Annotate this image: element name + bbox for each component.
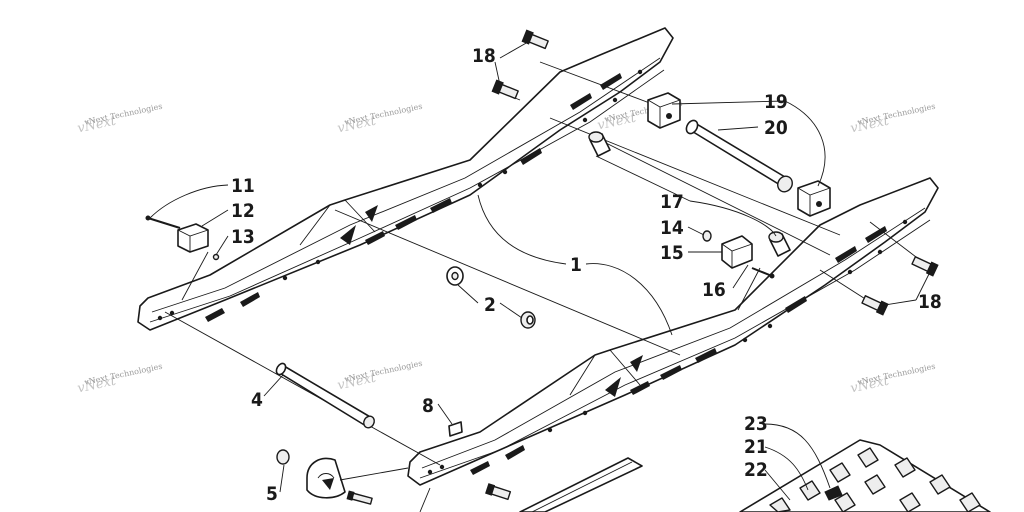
watermark: vNext vNext Technologies: [849, 102, 937, 137]
hardware: [145, 29, 991, 512]
callout-6: 6: [266, 509, 278, 512]
callout-21: 21: [744, 436, 768, 458]
svg-text:vNext Technologies: vNext Technologies: [856, 362, 937, 388]
callout-18-upper: 18: [472, 45, 496, 67]
rail-right: [407, 177, 939, 486]
callout-13: 13: [231, 226, 255, 248]
callout-1: 1: [570, 254, 582, 276]
bolt-9: [346, 490, 373, 505]
shaft-4: [275, 362, 375, 429]
watermark: vNext vNext Technologies: [76, 102, 164, 137]
rail-right-cutouts: [427, 219, 908, 475]
callout-11: 11: [231, 175, 255, 197]
callouts: 18 19 20 17 14 15 16 18 1 2 11 12 13 4 8…: [231, 45, 942, 512]
wear-strip: [519, 457, 643, 512]
callout-9: 9: [468, 509, 480, 512]
callout-5: 5: [266, 483, 278, 505]
svg-text:vNext Technologies: vNext Technologies: [343, 359, 424, 385]
callout-8: 8: [422, 395, 434, 417]
rail-left: [137, 27, 674, 331]
bushing-17-b: [768, 231, 791, 257]
track-lugs: [769, 447, 981, 512]
leader-lines: [149, 41, 931, 512]
axle-20: [685, 119, 793, 193]
washer-2-a: [446, 266, 464, 286]
svg-text:vNext Technologies: vNext Technologies: [83, 102, 164, 128]
callout-2: 2: [484, 294, 496, 316]
bushing-17-a: [588, 131, 611, 157]
bolt-18-lower-b: [861, 295, 889, 316]
washer-2-b: [520, 311, 536, 329]
svg-text:vNext Technologies: vNext Technologies: [856, 102, 937, 128]
nut-13: [212, 253, 220, 261]
watermark: vNext vNext Technologies: [849, 362, 937, 397]
callout-16: 16: [702, 279, 726, 301]
callout-17: 17: [660, 191, 684, 213]
svg-text:vNext Technologies: vNext Technologies: [343, 102, 424, 128]
callout-20: 20: [764, 117, 788, 139]
nut-14: [702, 230, 712, 242]
bolt-16: [751, 267, 775, 279]
svg-text:vNext Technologies: vNext Technologies: [83, 362, 164, 388]
callout-23: 23: [744, 413, 768, 435]
watermark: vNext vNext Technologies: [76, 362, 164, 397]
callout-4: 4: [251, 389, 263, 411]
block-12: [177, 223, 209, 253]
bumper-cap: [306, 457, 346, 499]
callout-18-lower: 18: [918, 291, 942, 313]
bolt-11: [145, 215, 181, 229]
nut-5: [276, 449, 290, 465]
track-section: [739, 439, 991, 512]
block-15: [721, 235, 753, 269]
callout-15: 15: [660, 242, 684, 264]
block-19-a: [647, 92, 681, 129]
rail-left-cutouts: [157, 69, 643, 322]
callout-12: 12: [231, 200, 255, 222]
bolt-18-lower-a: [911, 256, 939, 277]
watermark: vNext vNext Technologies: [336, 102, 424, 137]
callout-19: 19: [764, 91, 788, 113]
callout-22: 22: [744, 459, 768, 481]
block-19-b: [797, 180, 831, 217]
fitting-8: [448, 421, 463, 437]
callout-14: 14: [660, 217, 684, 239]
watermark: vNext vNext Technologies: [336, 359, 424, 394]
bolt-18-upper-b: [491, 79, 519, 100]
bolt-bottom: [485, 483, 512, 501]
bolt-18-upper-a: [521, 29, 549, 50]
